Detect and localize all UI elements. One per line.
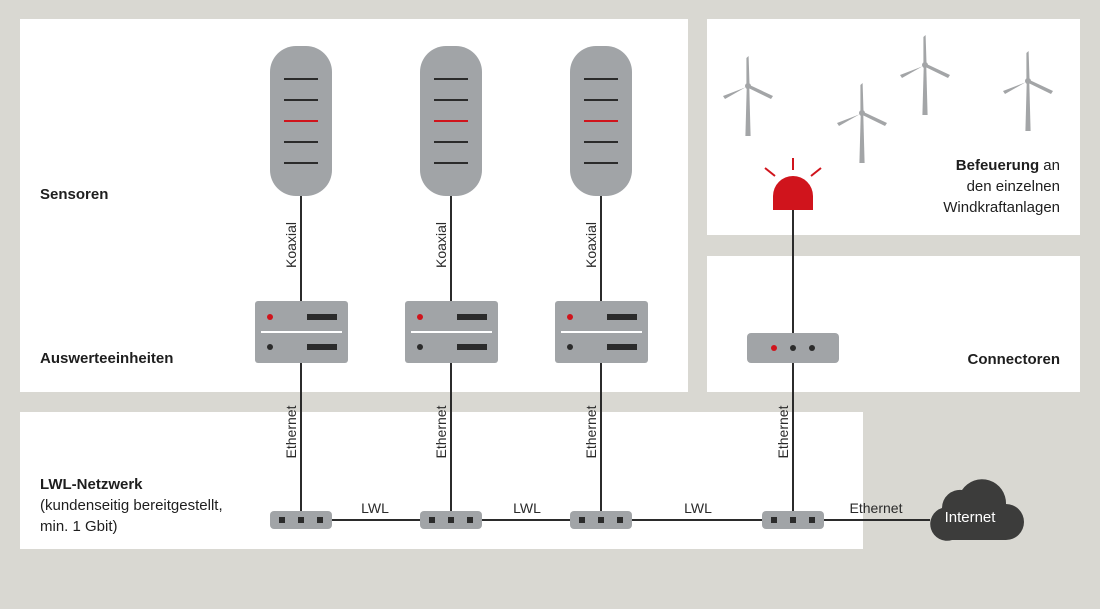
server-unit-icon (255, 301, 348, 363)
server-unit-icon (555, 301, 648, 363)
lighting-label-line2: den einzelnen (967, 178, 1060, 195)
sensor-tower-icon (270, 46, 332, 196)
cloud-icon: Internet (930, 479, 1024, 541)
lwl-label: LWL (684, 500, 712, 516)
server-unit-icon (405, 301, 498, 363)
lighting-label-bold: Befeuerung (956, 157, 1039, 174)
network-switch-icon (762, 511, 824, 529)
evaluation-units-label: Auswerteeinheiten (40, 350, 173, 367)
internet-label: Internet (945, 509, 997, 526)
lwl-label: LWL (361, 500, 389, 516)
sensor-tower-icon (420, 46, 482, 196)
lighting-label-rest: an (1039, 157, 1060, 174)
lighting-label: Befeuerung an (956, 157, 1060, 174)
sensor-tower-icon (570, 46, 632, 196)
sensors-label: Sensoren (40, 186, 108, 203)
ethernet-label: Ethernet (583, 405, 599, 458)
network-switch-icon (420, 511, 482, 529)
lwl-network-title: LWL-Netzwerk (40, 476, 143, 493)
ethernet-label: Ethernet (433, 405, 449, 458)
connectors-label: Connectoren (967, 351, 1060, 368)
warning-beacon-icon (764, 158, 822, 210)
network-switch-icon (570, 511, 632, 529)
panel-connectors (707, 256, 1080, 392)
lwl-network-speed: min. 1 Gbit) (40, 518, 118, 535)
network-switch-icon (270, 511, 332, 529)
panel-turbines (707, 19, 1080, 235)
connector-box-icon (747, 333, 839, 363)
lwl-network-note: (kundenseitig bereitgestellt, (40, 497, 223, 514)
koaxial-label: Koaxial (583, 222, 599, 268)
ethernet-label: Ethernet (283, 405, 299, 458)
ethernet-label: Ethernet (850, 500, 903, 516)
koaxial-label: Koaxial (283, 222, 299, 268)
lighting-label-line3: Windkraftanlagen (943, 199, 1060, 216)
lwl-label: LWL (513, 500, 541, 516)
koaxial-label: Koaxial (433, 222, 449, 268)
ethernet-label: Ethernet (775, 405, 791, 458)
